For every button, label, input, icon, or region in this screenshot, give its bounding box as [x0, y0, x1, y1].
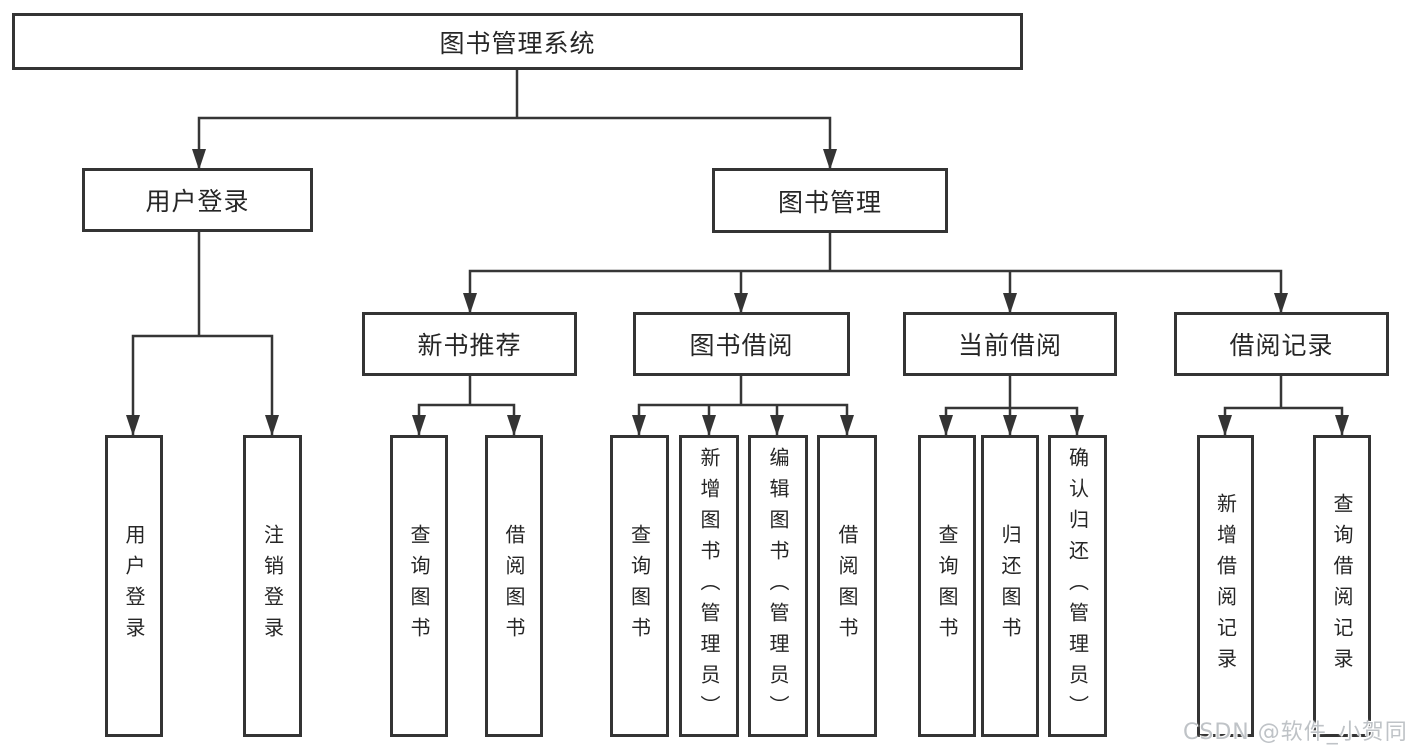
arrow-down-icon — [823, 149, 837, 170]
node-current-borrowing: 当前借阅 — [903, 312, 1117, 376]
arrow-down-icon — [1335, 415, 1349, 436]
leaf-query-books-1: 查询图书 — [390, 435, 448, 737]
arrowheads — [126, 149, 1349, 436]
arrow-down-icon — [507, 415, 521, 436]
arrow-down-icon — [770, 415, 784, 436]
leaf-query-books-2: 查询图书 — [610, 435, 669, 737]
node-new-book-recommend-label: 新书推荐 — [417, 331, 522, 360]
node-user-login-label: 用户登录 — [145, 187, 250, 216]
connector-new-book-branch — [417, 376, 516, 436]
leaf-edit-books-admin: 编辑图书（管理员） — [748, 435, 808, 737]
node-borrow-records-label: 借阅记录 — [1229, 331, 1334, 360]
arrow-down-icon — [463, 293, 477, 314]
arrow-down-icon — [412, 415, 426, 436]
watermark: CSDN @软件_小贺同学 — [1183, 720, 1405, 745]
leaf-query-borrow-record: 查询借阅记录 — [1313, 435, 1371, 737]
arrow-down-icon — [1274, 293, 1288, 314]
connector-book-management-branch — [468, 232, 1283, 314]
arrow-down-icon — [734, 293, 748, 314]
node-book-borrowing-label: 图书借阅 — [689, 331, 794, 360]
arrow-down-icon — [1003, 293, 1017, 314]
leaf-borrow-books-1: 借阅图书 — [485, 435, 543, 737]
arrow-down-icon — [1003, 415, 1017, 436]
arrow-down-icon — [702, 415, 716, 436]
leaf-confirm-return-admin: 确认归还（管理员） — [1048, 435, 1107, 737]
arrow-down-icon — [265, 415, 279, 436]
connector-book-borrowing-branch — [637, 376, 849, 436]
leaf-logout: 注销登录 — [243, 435, 302, 737]
node-book-borrowing: 图书借阅 — [633, 312, 850, 376]
leaf-user-login: 用户登录 — [105, 435, 163, 737]
node-current-borrowing-label: 当前借阅 — [957, 331, 1062, 360]
arrow-down-icon — [1218, 415, 1232, 436]
node-book-management: 图书管理 — [712, 168, 948, 233]
node-user-login: 用户登录 — [82, 168, 313, 232]
node-root-label: 图书管理系统 — [439, 28, 596, 58]
node-borrow-records: 借阅记录 — [1174, 312, 1389, 376]
arrow-down-icon — [192, 149, 206, 170]
arrow-down-icon — [939, 415, 953, 436]
leaf-add-borrow-record: 新增借阅记录 — [1197, 435, 1254, 737]
leaf-add-books-admin: 新增图书（管理员） — [679, 435, 739, 737]
arrow-down-icon — [126, 415, 140, 436]
leaf-return-books: 归还图书 — [981, 435, 1039, 737]
arrow-down-icon — [632, 415, 646, 436]
leaf-borrow-books-2: 借阅图书 — [817, 435, 877, 737]
connector-user-login-branch — [131, 232, 274, 436]
node-root: 图书管理系统 — [12, 13, 1023, 70]
node-new-book-recommend: 新书推荐 — [362, 312, 577, 376]
node-book-management-label: 图书管理 — [777, 187, 882, 217]
leaf-query-books-3: 查询图书 — [918, 435, 976, 737]
arrow-down-icon — [840, 415, 854, 436]
arrow-down-icon — [1070, 415, 1084, 436]
connector-borrow-records-branch — [1223, 376, 1344, 436]
connector-root-to-level2 — [197, 116, 832, 170]
